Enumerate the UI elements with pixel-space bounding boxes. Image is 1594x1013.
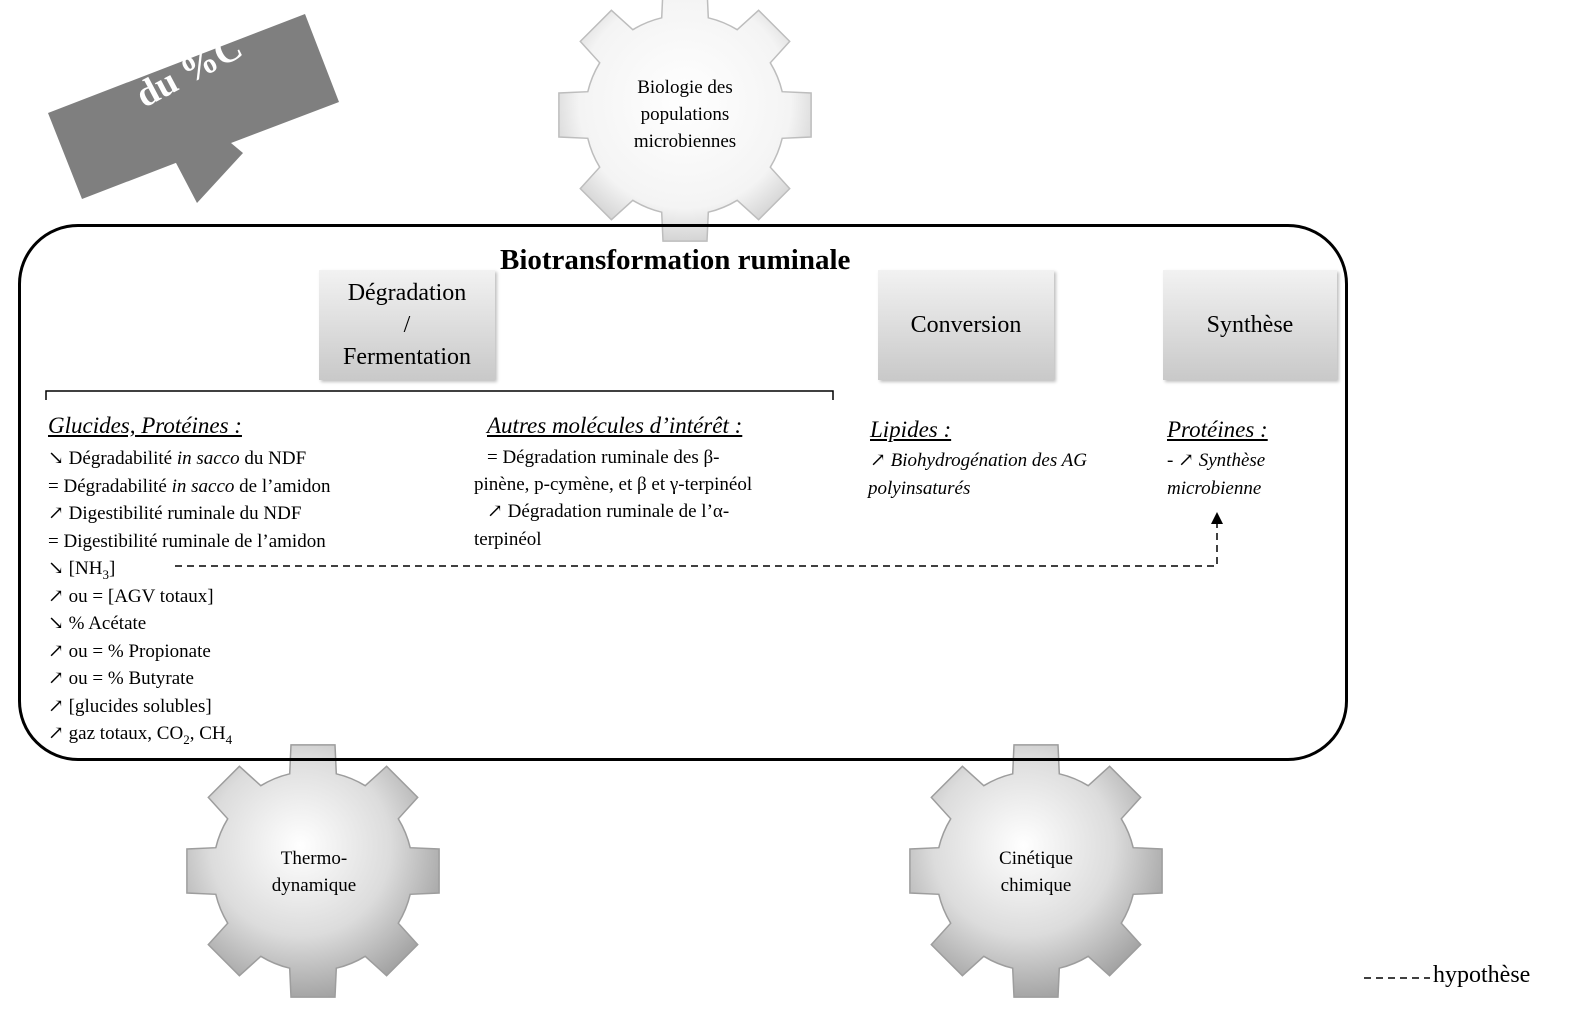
lipides-heading: Lipides : xyxy=(870,417,952,442)
glucides-heading: Glucides, Protéines : xyxy=(48,413,242,438)
item-text: % Acétate xyxy=(68,613,147,634)
main-title: Biotransformation ruminale xyxy=(500,244,851,276)
gear-top-line1: Biologie des xyxy=(637,77,733,98)
autres-line: terpinéol xyxy=(474,529,542,550)
lipides-line: ↗ Biohydrogénation des AG xyxy=(870,450,1087,471)
item-text: in sacco xyxy=(171,475,235,497)
stage-degradation: Dégradation / Fermentation xyxy=(319,270,495,380)
gear-bottom-left-icon xyxy=(186,744,440,998)
gear-br-line2: chimique xyxy=(1000,875,1072,896)
subscript: 4 xyxy=(225,731,233,747)
gear-top-icon xyxy=(558,0,812,242)
glucides-item: ↗ ou = [AGV totaux] xyxy=(48,583,214,611)
trend-symbol: ↘ xyxy=(48,613,69,634)
gear-top-label: Biologie des populations microbiennes xyxy=(593,74,777,155)
glucides-item: = Digestibilité ruminale de l’amidon xyxy=(48,528,326,556)
item-text: gaz totaux, CO xyxy=(68,723,184,744)
item-text: du NDF xyxy=(239,448,307,469)
trend-symbol: ↗ xyxy=(48,695,69,717)
glucides-item: ↗ ou = % Propionate xyxy=(48,638,211,666)
autres-line: pinène, p-cymène, et β et γ-terpinéol xyxy=(474,474,753,495)
lipides-line: polyinsaturés xyxy=(868,478,971,499)
item-text: ou = % Butyrate xyxy=(68,668,194,689)
trend-symbol: ↗ xyxy=(48,668,69,689)
item-text: in sacco xyxy=(176,448,240,469)
stage-degradation-line1: Dégradation xyxy=(347,280,467,306)
augmentation-arrow-icon xyxy=(48,14,339,203)
proteines-heading: Protéines : xyxy=(1167,417,1268,442)
autres-heading: Autres molécules d’intérêt : xyxy=(487,413,743,438)
trend-symbol: = xyxy=(48,530,64,552)
glucides-item: = Dégradabilité in sacco de l’amidon xyxy=(48,473,330,501)
trend-symbol: ↘ xyxy=(48,448,69,469)
gear-bottom-left-label: Thermo- dynamique xyxy=(222,845,406,899)
glucides-item: ↗ gaz totaux, CO2, CH4 xyxy=(48,720,232,753)
item-text: Digestibilité ruminale de l’amidon xyxy=(63,530,326,552)
glucides-item: ↗ Digestibilité ruminale du NDF xyxy=(48,500,301,528)
degradation-bracket xyxy=(45,390,834,400)
stage-synthese: Synthèse xyxy=(1163,270,1337,380)
item-text: [NH xyxy=(68,558,103,579)
trend-symbol: ↘ xyxy=(48,558,69,579)
subscript: 2 xyxy=(183,731,190,747)
item-text: Dégradabilité xyxy=(63,475,172,497)
glucides-item: ↗ ou = % Butyrate xyxy=(48,665,194,693)
gear-bl-line2: dynamique xyxy=(271,875,357,896)
gear-bottom-right-icon xyxy=(909,744,1163,998)
glucides-item: ↘ [NH3] xyxy=(48,555,115,588)
item-text: Dégradabilité xyxy=(68,448,177,469)
item-text: ou = [AGV totaux] xyxy=(68,585,214,607)
item-text: [glucides solubles] xyxy=(68,695,212,717)
trend-symbol: ↗ xyxy=(48,640,69,662)
item-text: , CH xyxy=(189,723,226,744)
item-text: ou = % Propionate xyxy=(68,640,211,662)
proteines-line: microbienne xyxy=(1167,478,1262,499)
hypothesis-connector xyxy=(175,512,1223,567)
trend-symbol: ↗ xyxy=(48,503,69,524)
gear-top-line2: populations xyxy=(640,104,730,125)
trend-symbol: ↗ xyxy=(48,723,69,744)
glucides-item: ↘ % Acétate xyxy=(48,610,146,638)
glucides-item: ↗ [glucides solubles] xyxy=(48,693,212,721)
gear-bottom-right-label: Cinétique chimique xyxy=(944,845,1128,899)
legend-label: hypothèse xyxy=(1433,962,1531,988)
autres-line: = Dégradation ruminale des β- xyxy=(487,447,720,468)
trend-symbol: ↗ xyxy=(48,585,69,607)
stage-degradation-line3: Fermentation xyxy=(343,344,471,370)
stage-conversion: Conversion xyxy=(878,270,1054,380)
gear-top-line3: microbiennes xyxy=(633,131,737,152)
trend-symbol: = xyxy=(48,475,64,497)
autres-line: ↗ Dégradation ruminale de l’α- xyxy=(487,501,730,522)
item-text: ] xyxy=(108,558,116,579)
biotransformation-box xyxy=(18,224,1348,761)
proteines-line: - ↗ Synthèse xyxy=(1167,450,1266,471)
item-text: Digestibilité ruminale du NDF xyxy=(68,503,302,524)
stage-degradation-line2: / xyxy=(403,312,411,338)
glucides-item: ↘ Dégradabilité in sacco du NDF xyxy=(48,445,306,473)
gear-br-line1: Cinétique xyxy=(999,848,1073,869)
gear-bl-line1: Thermo- xyxy=(280,848,348,869)
subscript: 3 xyxy=(102,566,109,582)
item-text: de l’amidon xyxy=(234,475,331,497)
